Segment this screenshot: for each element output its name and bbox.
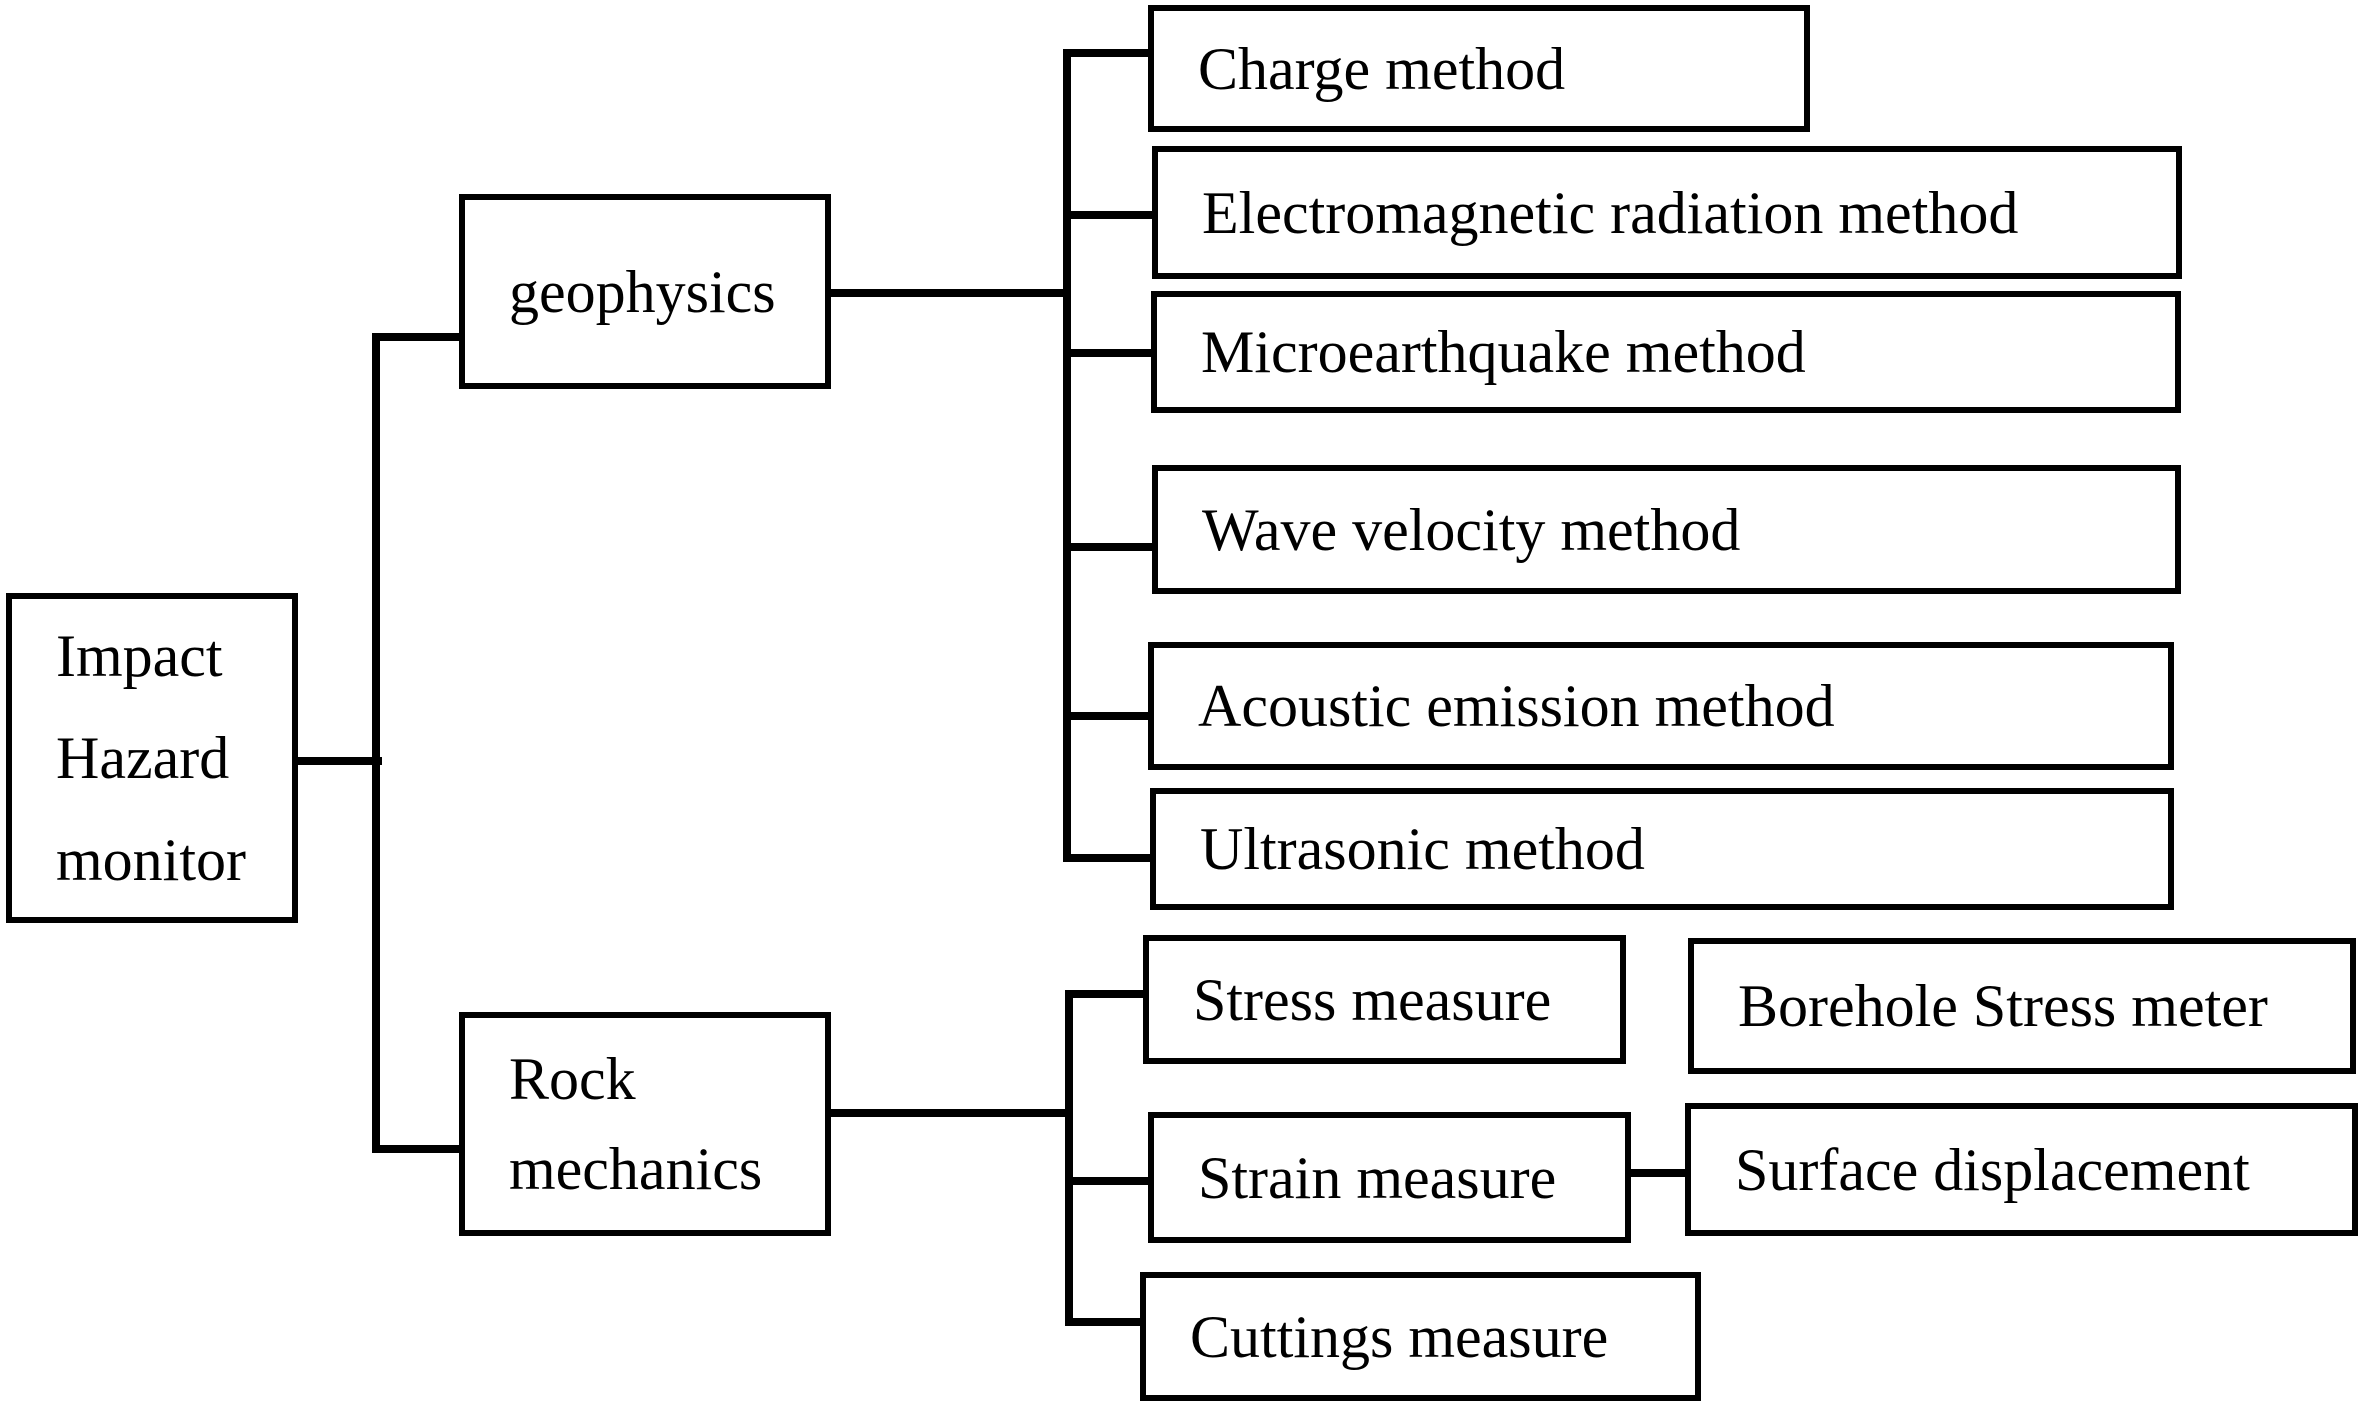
connector-trunk-to-geophysics (372, 333, 459, 341)
connector-rock-spine-vertical (1065, 990, 1073, 1326)
connector-spine-to-stress-measure (1065, 990, 1143, 998)
node-strain-measure: Strain measure (1148, 1112, 1631, 1243)
node-impact-hazard-monitor: Impact Hazard monitor (6, 593, 298, 923)
connector-spine-to-ultrasonic (1063, 854, 1150, 862)
connector-spine-to-charge (1063, 49, 1148, 57)
node-rock-mechanics: Rock mechanics (459, 1012, 831, 1236)
connector-geophysics-to-spine (831, 289, 1070, 297)
node-rock-mechanics-line1: Rock (509, 1046, 636, 1112)
node-borehole-stress-meter: Borehole Stress meter (1688, 938, 2356, 1074)
node-charge-method: Charge method (1148, 5, 1810, 132)
connector-spine-to-cuttings-measure (1065, 1318, 1140, 1326)
node-electromagnetic-radiation-method: Electromagnetic radiation method (1152, 146, 2182, 279)
connector-spine-to-electromagnetic (1063, 211, 1152, 219)
node-stress-measure: Stress measure (1143, 935, 1626, 1064)
connector-strain-to-surface-displacement (1631, 1169, 1685, 1177)
node-impact-hazard-monitor-line3: monitor (56, 827, 246, 893)
node-impact-hazard-monitor-line2: Hazard (56, 725, 230, 791)
node-acoustic-emission-method: Acoustic emission method (1148, 642, 2174, 770)
node-impact-hazard-monitor-line1: Impact (56, 623, 223, 689)
node-rock-mechanics-line2: mechanics (509, 1136, 763, 1202)
connector-spine-to-wave-velocity (1063, 543, 1152, 551)
node-cuttings-measure: Cuttings measure (1140, 1272, 1701, 1401)
connector-spine-to-strain-measure (1065, 1177, 1148, 1185)
connector-rock-mechanics-to-spine (831, 1109, 1072, 1117)
node-ultrasonic-method: Ultrasonic method (1150, 788, 2174, 910)
connector-root-to-trunk (298, 757, 382, 765)
connector-trunk-vertical (372, 333, 380, 1153)
node-microearthquake-method: Microearthquake method (1151, 291, 2181, 413)
node-wave-velocity-method: Wave velocity method (1152, 465, 2181, 594)
connector-spine-to-acoustic-emission (1063, 712, 1148, 720)
node-surface-displacement: Surface displacement (1685, 1103, 2358, 1236)
connector-geophysics-spine-vertical (1063, 49, 1071, 862)
connector-trunk-to-rock-mechanics (372, 1145, 459, 1153)
node-geophysics: geophysics (459, 194, 831, 389)
connector-spine-to-microearthquake (1063, 349, 1151, 357)
